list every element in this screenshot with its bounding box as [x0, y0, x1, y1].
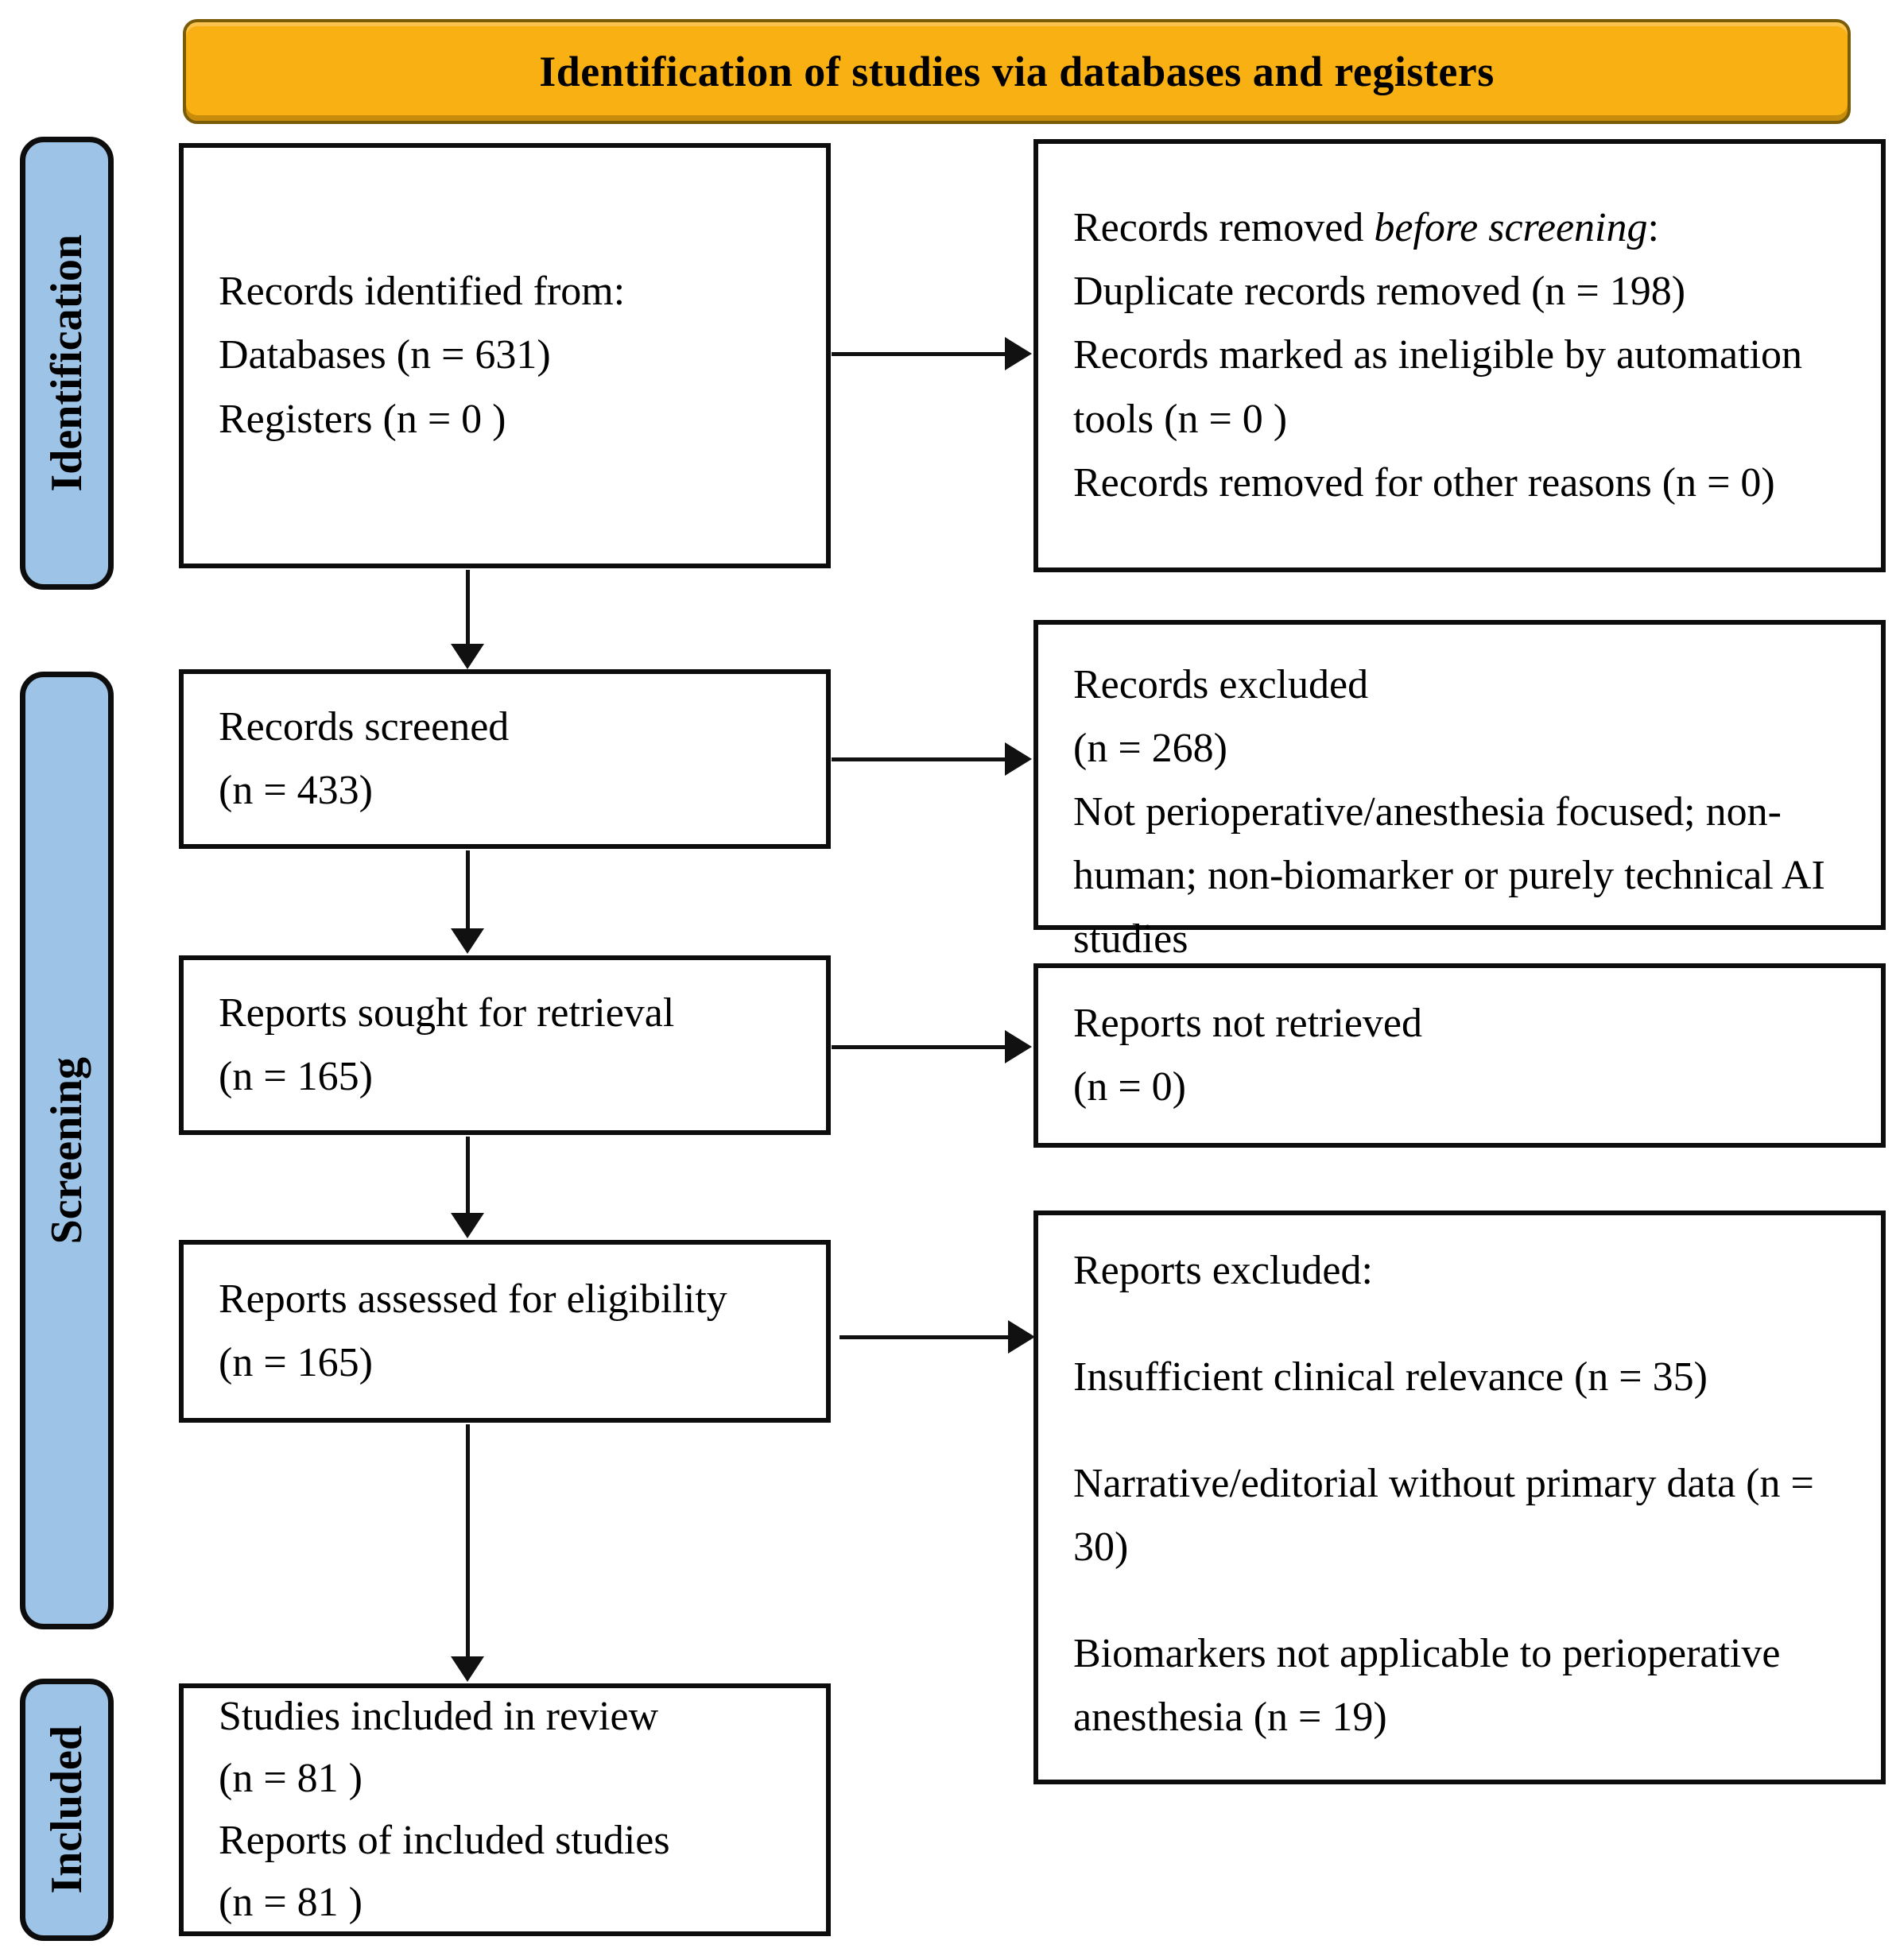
reports-sought-line: Reports sought for retrieval: [219, 990, 675, 1036]
box-reports-excluded: Reports excluded: Insufficient clinical …: [1033, 1210, 1886, 1784]
reports-not-retrieved-line: Reports not retrieved: [1073, 1000, 1422, 1046]
arrow-head: [1005, 1030, 1032, 1063]
arrow-head: [1005, 742, 1032, 776]
studies-included-line: (n = 81 ): [219, 1880, 363, 1925]
reports-excluded-item: Insufficient clinical relevance (n = 35): [1073, 1354, 1708, 1400]
reports-assessed-line: (n = 165): [219, 1340, 373, 1385]
reports-not-retrieved-line: (n = 0): [1073, 1064, 1186, 1110]
box-reports-not-retrieved: Reports not retrieved (n = 0): [1033, 963, 1886, 1148]
records-removed-item: Duplicate records removed (n = 198): [1073, 269, 1686, 315]
arrow-shaft: [832, 757, 1008, 761]
records-screened-line: (n = 433): [219, 768, 373, 813]
arrow-shaft: [466, 1424, 470, 1660]
arrow-shaft: [832, 1045, 1008, 1049]
records-identified-line: Databases (n = 631): [219, 332, 551, 378]
records-excluded-reason: Not perioperative/anesthesia focused; no…: [1073, 789, 1825, 963]
records-screened-line: Records screened: [219, 703, 510, 750]
arrow-head: [451, 644, 484, 669]
studies-included-line: Reports of included studies: [219, 1818, 670, 1863]
page-title: Identification of studies via databases …: [539, 48, 1495, 95]
arrow-shaft: [466, 850, 470, 932]
records-removed-intro-prefix: Records removed: [1073, 205, 1375, 251]
arrow-head: [451, 1656, 484, 1682]
box-studies-included: Studies included in review (n = 81 ) Rep…: [179, 1683, 831, 1936]
arrow-shaft: [839, 1335, 1011, 1339]
records-excluded-line: Records excluded: [1073, 662, 1369, 707]
box-reports-assessed: Reports assessed for eligibility (n = 16…: [179, 1240, 831, 1423]
box-records-excluded: Records excluded (n = 268) Not periopera…: [1033, 620, 1886, 962]
header-banner: Identification of studies via databases …: [183, 19, 1851, 124]
reports-sought-line: (n = 165): [219, 1054, 373, 1099]
records-identified-line: Records identified from:: [219, 269, 626, 315]
reports-assessed-line: Reports assessed for eligibility: [219, 1276, 727, 1322]
stage-screening-label: Screening: [42, 1056, 91, 1245]
arrow-shaft: [466, 570, 470, 647]
stage-screening: Screening: [20, 672, 114, 1629]
box-records-screened: Records screened (n = 433): [179, 669, 831, 849]
records-removed-intro-italic: before screening: [1374, 205, 1648, 251]
studies-included-line: Studies included in review: [219, 1694, 659, 1739]
arrow-head: [451, 928, 484, 954]
box-records-removed: Records removed before screening: Duplic…: [1033, 139, 1886, 572]
reports-excluded-item: Biomarkers not applicable to perioperati…: [1073, 1631, 1781, 1741]
arrow-head: [1005, 337, 1032, 370]
box-reports-sought: Reports sought for retrieval (n = 165): [179, 955, 831, 1135]
arrow-shaft: [466, 1137, 470, 1216]
records-identified-line: Registers (n = 0 ): [219, 396, 506, 442]
stage-included: Included: [20, 1679, 114, 1941]
studies-included-line: (n = 81 ): [219, 1756, 363, 1801]
records-removed-item: Records removed for other reasons (n = 0…: [1073, 459, 1775, 505]
records-removed-intro-suffix: :: [1647, 205, 1659, 251]
stage-identification: Identification: [20, 137, 114, 590]
stage-identification-label: Identification: [42, 234, 91, 492]
reports-excluded-title: Reports excluded:: [1073, 1248, 1373, 1293]
records-excluded-line: (n = 268): [1073, 726, 1227, 772]
box-records-identified: Records identified from: Databases (n = …: [179, 143, 831, 568]
stage-included-label: Included: [42, 1726, 91, 1894]
records-removed-intro: Records removed before screening:: [1073, 196, 1846, 260]
arrow-head: [1008, 1320, 1035, 1354]
reports-excluded-item: Narrative/editorial without primary data…: [1073, 1461, 1814, 1571]
arrow-shaft: [832, 352, 1008, 356]
arrow-head: [451, 1213, 484, 1238]
records-removed-item: Records marked as ineligible by automati…: [1073, 332, 1802, 442]
